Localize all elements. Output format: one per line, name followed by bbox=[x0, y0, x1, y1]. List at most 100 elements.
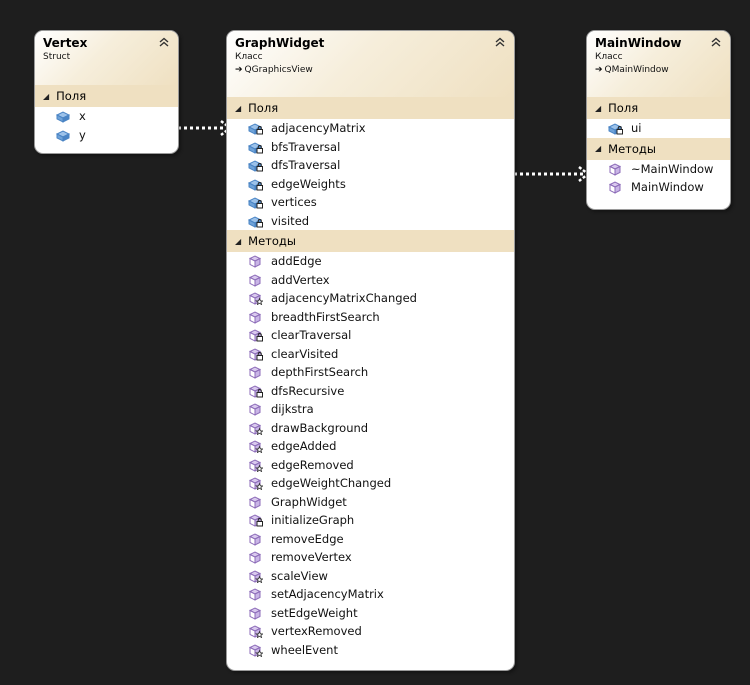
protected-method-icon bbox=[248, 625, 263, 639]
section-header-0[interactable]: ◢ Поля bbox=[227, 97, 514, 119]
member-name: clearVisited bbox=[271, 346, 339, 361]
member-row[interactable]: edgeAdded bbox=[227, 437, 514, 456]
member-name: vertexRemoved bbox=[271, 624, 362, 639]
section-header-0[interactable]: ◢Поля bbox=[35, 85, 178, 107]
member-row[interactable]: scaleView bbox=[227, 567, 514, 586]
private-field-icon bbox=[607, 123, 623, 136]
section-label: Методы bbox=[248, 234, 296, 248]
member-row[interactable]: edgeWeightChanged bbox=[227, 474, 514, 493]
member-row[interactable]: initializeGraph bbox=[227, 511, 514, 530]
collapse-chevron-icon[interactable] bbox=[494, 36, 506, 48]
member-row[interactable]: depthFirstSearch bbox=[227, 363, 514, 382]
collapse-chevron-icon[interactable] bbox=[710, 36, 722, 48]
class-stereotype: Класс bbox=[595, 52, 623, 62]
member-name: edgeWeights bbox=[271, 176, 346, 191]
member-row[interactable]: vertexRemoved bbox=[227, 622, 514, 641]
private-method-icon bbox=[248, 385, 263, 398]
collapse-chevron-icon[interactable] bbox=[158, 36, 170, 48]
member-row[interactable]: ~MainWindow bbox=[587, 160, 730, 179]
private-field-icon bbox=[247, 160, 263, 173]
member-name: dfsRecursive bbox=[271, 383, 345, 398]
vertex-header[interactable]: Vertex Struct bbox=[35, 31, 178, 85]
graphwidget-header[interactable]: GraphWidget Класс ➔ QGraphicsView bbox=[227, 31, 514, 97]
member-row[interactable]: removeVertex bbox=[227, 548, 514, 567]
base-class: ➔ QGraphicsView bbox=[235, 64, 506, 77]
protected-method-icon bbox=[248, 644, 263, 657]
member-row[interactable]: y bbox=[35, 126, 178, 145]
member-row[interactable]: adjacencyMatrixChanged bbox=[227, 289, 514, 308]
member-row[interactable]: dfsTraversal bbox=[227, 156, 514, 175]
inheritance-arrow-icon: ➔ bbox=[595, 65, 603, 75]
collapse-triangle-icon[interactable]: ◢ bbox=[43, 91, 50, 101]
member-row[interactable]: vertices bbox=[227, 193, 514, 212]
base-class-name: QGraphicsView bbox=[244, 65, 313, 75]
member-row[interactable]: edgeWeights bbox=[227, 175, 514, 194]
member-row[interactable]: edgeRemoved bbox=[227, 456, 514, 475]
private-method-icon bbox=[248, 514, 263, 528]
member-row[interactable]: breadthFirstSearch bbox=[227, 308, 514, 327]
member-row[interactable]: addEdge bbox=[227, 252, 514, 271]
protected-method-icon bbox=[248, 570, 263, 583]
member-name: edgeAdded bbox=[271, 439, 337, 454]
member-name: wheelEvent bbox=[271, 642, 338, 657]
member-row[interactable]: dijkstra bbox=[227, 400, 514, 419]
mainwindow-header[interactable]: MainWindow Класс ➔ QMainWindow bbox=[587, 31, 730, 97]
section-header-1[interactable]: ◢ Методы bbox=[587, 137, 730, 160]
member-name: drawBackground bbox=[271, 420, 369, 435]
member-row[interactable]: addVertex bbox=[227, 271, 514, 290]
private-field-icon bbox=[247, 123, 263, 136]
collapse-triangle-icon[interactable]: ◢ bbox=[595, 103, 602, 113]
private-field-icon bbox=[247, 197, 263, 210]
member-row[interactable]: removeEdge bbox=[227, 530, 514, 549]
section-label: Поля bbox=[248, 101, 279, 115]
member-row[interactable]: x bbox=[35, 107, 178, 126]
member-name: dfsTraversal bbox=[271, 158, 341, 173]
member-row[interactable]: bfsTraversal bbox=[227, 138, 514, 157]
member-row[interactable]: adjacencyMatrix bbox=[227, 119, 514, 138]
private-field-icon bbox=[247, 216, 263, 228]
member-name: y bbox=[79, 127, 86, 142]
class-stereotype: Класс bbox=[235, 52, 263, 62]
member-row[interactable]: visited bbox=[227, 212, 514, 231]
section-label: Методы bbox=[608, 141, 656, 156]
class-title: MainWindow bbox=[595, 36, 682, 50]
graphwidget-class-box[interactable]: GraphWidget Класс ➔ QGraphicsView ◢ Поля a… bbox=[226, 30, 515, 671]
method-icon bbox=[248, 496, 262, 509]
member-name: vertices bbox=[271, 195, 317, 210]
method-icon bbox=[248, 607, 262, 620]
member-row[interactable]: dfsRecursive bbox=[227, 382, 514, 401]
member-row[interactable]: MainWindow bbox=[587, 178, 730, 197]
member-row[interactable]: ui bbox=[587, 119, 730, 138]
method-icon bbox=[248, 366, 262, 380]
member-row[interactable]: setEdgeWeight bbox=[227, 604, 514, 623]
method-icon bbox=[608, 181, 622, 195]
section-header-0[interactable]: ◢Поля bbox=[587, 97, 730, 119]
member-row[interactable]: clearVisited bbox=[227, 345, 514, 364]
member-name: setEdgeWeight bbox=[271, 605, 358, 620]
protected-method-icon bbox=[248, 422, 263, 435]
member-row[interactable]: clearTraversal bbox=[227, 326, 514, 345]
collapse-triangle-icon[interactable]: ◢ bbox=[235, 236, 242, 246]
collapse-triangle-icon[interactable]: ◢ bbox=[235, 103, 242, 113]
member-name: visited bbox=[271, 213, 310, 228]
member-row[interactable]: wheelEvent bbox=[227, 641, 514, 660]
member-name: setAdjacencyMatrix bbox=[271, 587, 384, 602]
private-method-icon bbox=[248, 348, 263, 361]
collapse-triangle-icon[interactable]: ◢ bbox=[595, 144, 602, 153]
member-row[interactable]: setAdjacencyMatrix bbox=[227, 585, 514, 604]
member-name: addEdge bbox=[271, 254, 322, 269]
member-row[interactable]: drawBackground bbox=[227, 419, 514, 438]
member-row[interactable]: GraphWidget bbox=[227, 493, 514, 512]
member-name: removeVertex bbox=[271, 550, 352, 565]
method-icon bbox=[248, 255, 262, 269]
method-icon bbox=[248, 274, 262, 287]
member-name: adjacencyMatrixChanged bbox=[271, 291, 417, 306]
member-name: addVertex bbox=[271, 272, 330, 287]
section-header-1[interactable]: ◢ Методы bbox=[227, 230, 514, 252]
member-name: edgeRemoved bbox=[271, 457, 354, 472]
class-stereotype: Struct bbox=[43, 52, 71, 62]
